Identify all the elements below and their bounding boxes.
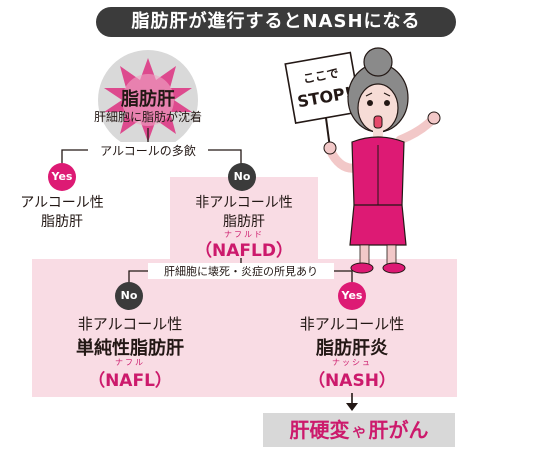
- nafld-line1: 非アルコール性: [195, 195, 293, 211]
- nafld-subtypes-region: [32, 259, 457, 397]
- alcoholic-fatty-liver-line2: 脂肪肝: [41, 214, 83, 230]
- question-necrosis-inflammation: 肝細胞に壊死・炎症の所見あり: [148, 263, 334, 279]
- nafld-ruby: ナフルド: [224, 230, 264, 239]
- no-badge-necrosis: No: [115, 282, 143, 310]
- nash-line1: 非アルコール性: [299, 315, 405, 333]
- result-box: 肝硬変や肝がん: [263, 413, 455, 447]
- result-cirrhosis: 肝硬変: [289, 418, 350, 442]
- question-heavy-drinking: アルコールの多飲: [88, 142, 208, 159]
- yes-badge-necrosis: Yes: [338, 282, 366, 310]
- nafld-abbreviation: （NAFLD）: [195, 241, 293, 261]
- fatty-liver-starburst: [98, 50, 198, 150]
- page-title: 脂肪肝が進行するとNASHになる: [96, 7, 456, 37]
- arrow-to-result: [346, 393, 358, 411]
- nash-line2: 脂肪肝炎: [316, 338, 388, 359]
- result-text: 肝硬変や肝がん: [263, 413, 455, 451]
- nafl-abbreviation: （NAFL）: [88, 371, 172, 391]
- nafl-ruby: ナフル: [115, 358, 145, 367]
- result-liver-cancer: 肝がん: [368, 418, 429, 442]
- nafl-line2: 単純性脂肪肝: [76, 338, 184, 359]
- yes-badge-alcohol: Yes: [48, 163, 76, 191]
- result-conjunction: や: [352, 426, 366, 441]
- nash-abbreviation: （NASH）: [308, 371, 396, 391]
- nafl-line1: 非アルコール性: [77, 315, 183, 333]
- woman-with-stop-sign-illustration: ここで STOP!: [284, 47, 441, 274]
- stop-sign-line1: ここで: [302, 66, 340, 86]
- no-badge-alcohol: No: [228, 163, 256, 191]
- fatty-liver-title: 脂肪肝: [121, 89, 175, 110]
- fatty-liver-subtitle: 肝細胞に脂肪が沈着: [93, 110, 202, 124]
- nash-ruby: ナッシュ: [332, 358, 372, 367]
- stop-sign: ここで STOP!: [284, 51, 362, 125]
- alcoholic-fatty-liver-line1: アルコール性: [20, 195, 104, 211]
- nafld-line2: 脂肪肝: [223, 214, 265, 230]
